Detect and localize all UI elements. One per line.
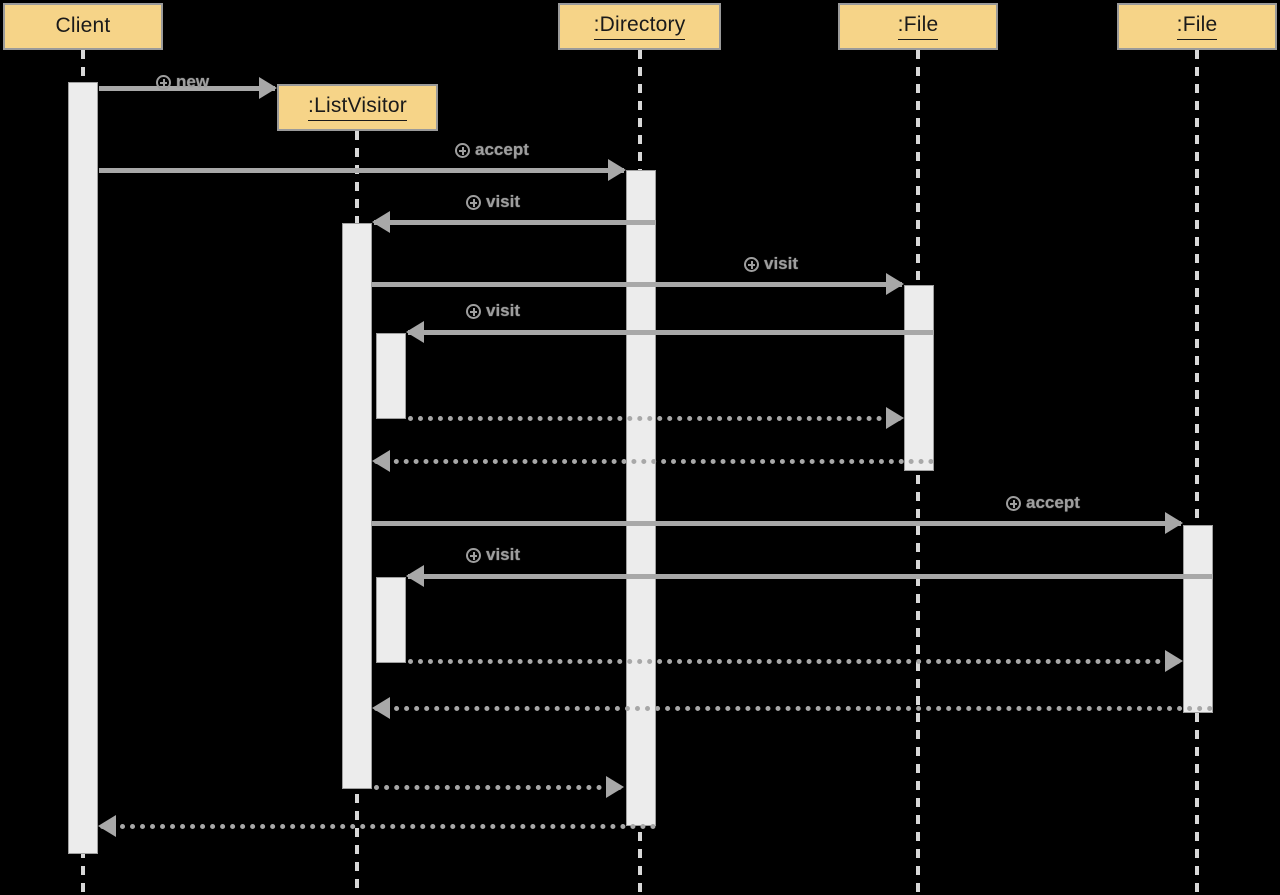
public-visibility-icon (466, 547, 481, 563)
arrowhead-right-m10 (1165, 650, 1183, 672)
public-visibility-icon (466, 303, 481, 319)
arrowhead-left-m11 (372, 697, 390, 719)
arrowhead-left-m7 (372, 450, 390, 472)
arrowhead-right-m1 (259, 77, 277, 99)
arrowhead-right-m4 (886, 273, 904, 295)
message-label-m5: visit (466, 301, 520, 321)
message-label-text: visit (486, 545, 521, 564)
activation-bar-listvisitor (376, 333, 406, 419)
message-line-m10 (408, 659, 1181, 664)
message-label-text: accept (1026, 493, 1080, 512)
arrowhead-left-m9 (406, 565, 424, 587)
participant-header-client[interactable]: Client (3, 3, 163, 50)
participant-label: :Directory (593, 13, 686, 40)
message-line-m5 (408, 330, 934, 335)
participant-header-file1[interactable]: :File (838, 3, 998, 50)
message-label-text: visit (764, 254, 799, 273)
message-line-m8 (372, 521, 1181, 526)
message-line-m2 (99, 168, 624, 173)
message-label-m1: new (156, 72, 209, 92)
public-visibility-icon (455, 142, 470, 158)
activation-bar-file1 (904, 285, 934, 471)
message-label-text: visit (486, 192, 521, 211)
arrowhead-left-m13 (98, 815, 116, 837)
participant-label: :File (897, 13, 939, 40)
arrowhead-left-m3 (372, 211, 390, 233)
message-label-text: visit (486, 301, 521, 320)
activation-bar-client (68, 82, 98, 854)
message-line-m12 (374, 785, 622, 790)
message-line-m4 (372, 282, 902, 287)
arrowhead-right-m12 (606, 776, 624, 798)
message-label-m2: accept (455, 140, 529, 160)
public-visibility-icon (156, 74, 171, 90)
participant-label: :File (1176, 13, 1218, 40)
participant-header-file2[interactable]: :File (1117, 3, 1277, 50)
arrowhead-left-m5 (406, 321, 424, 343)
message-label-m3: visit (466, 192, 520, 212)
activation-bar-file2 (1183, 525, 1213, 713)
message-line-m6 (408, 416, 902, 421)
message-line-m1 (99, 86, 275, 91)
arrowhead-right-m8 (1165, 512, 1183, 534)
activation-bar-listvisitor (342, 223, 372, 789)
participant-label: Client (55, 13, 111, 37)
activation-bar-directory (626, 170, 656, 826)
message-line-m3 (374, 220, 656, 225)
activation-bar-listvisitor (376, 577, 406, 663)
message-label-m9: visit (466, 545, 520, 565)
message-label-text: new (176, 72, 210, 91)
message-line-m9 (408, 574, 1213, 579)
message-line-m13 (100, 824, 656, 829)
participant-header-listvisitor[interactable]: :ListVisitor (277, 84, 438, 131)
lifeline-file1 (916, 50, 920, 895)
participant-header-directory[interactable]: :Directory (558, 3, 721, 50)
public-visibility-icon (744, 256, 759, 272)
lifeline-file2 (1195, 50, 1199, 895)
arrowhead-right-m6 (886, 407, 904, 429)
message-label-m8: accept (1006, 493, 1080, 513)
message-line-m11 (374, 706, 1213, 711)
participant-label: :ListVisitor (308, 94, 407, 121)
arrowhead-right-m2 (608, 159, 626, 181)
public-visibility-icon (466, 194, 481, 210)
message-line-m7 (374, 459, 934, 464)
message-label-m4: visit (744, 254, 798, 274)
message-label-text: accept (475, 140, 529, 159)
public-visibility-icon (1006, 495, 1021, 511)
